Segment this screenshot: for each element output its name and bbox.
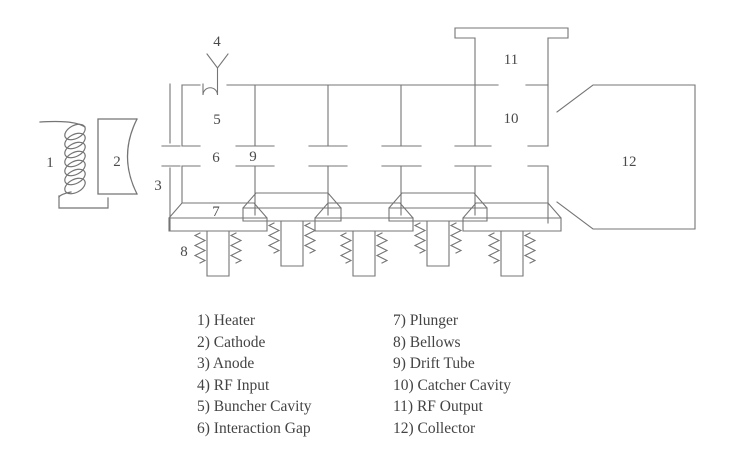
plunger-assembly-5 [462,202,562,277]
plunger-stem [352,230,376,277]
bellows-spring [413,222,427,254]
legend-left-column: 1) Heater 2) Cathode 3) Anode 4) RF Inpu… [197,310,312,440]
tube-body [181,84,549,224]
cavity-dividers-lower [181,165,549,224]
coil-loop [64,132,86,150]
callout-3-anode: 3 [154,178,162,194]
plunger-assembly-1 [168,202,268,277]
legend-item-anode: 3) Anode [197,355,255,373]
callout-11-rf-output: 11 [504,52,518,68]
plunger-stem [280,220,304,267]
plunger-head [242,192,342,209]
legend-item-buncher-cavity: 5) Buncher Cavity [197,398,312,416]
coil-loop [64,141,86,159]
legend-item-interaction-gap: 6) Interaction Gap [197,419,311,437]
callout-5-buncher-cavity: 5 [213,112,221,128]
callout-12-collector: 12 [622,154,637,170]
cathode-body [97,118,138,195]
plunger-stem [500,230,524,277]
plunger-stem [426,220,450,267]
cavity-dividers-upper [181,84,402,147]
legend-item-heater: 1) Heater [197,312,256,329]
collector-body [556,84,696,230]
coil-loop [64,168,86,186]
callout-labels: 1 2 3 4 5 6 7 8 9 10 11 12 [46,34,636,260]
legend-item-bellows: 8) Bellows [393,333,461,351]
cathode [97,118,138,195]
bellows-spring [339,232,353,264]
callout-1-heater: 1 [46,155,54,171]
drift-tube-rails [161,145,549,167]
plunger-base [314,217,414,232]
heater-coil [39,120,109,209]
antenna-vee [206,53,229,69]
callout-6-interaction-gap: 6 [212,150,220,166]
callout-8-bellows: 8 [180,244,188,260]
plunger-base [242,207,342,222]
legend-item-cathode: 2) Cathode [197,333,266,351]
bellows-spring [193,232,207,264]
rf-input-antenna [202,53,229,96]
plunger-head [314,202,414,219]
legend-item-rf-output: 11) RF Output [393,398,483,416]
plunger-assembly-2 [242,192,342,267]
bellows-spring [229,232,243,264]
bellows-spring [303,222,317,254]
heater-support-bracket [58,195,109,209]
coupling-loop [202,67,219,96]
plunger-base [462,217,562,232]
bellows-spring [449,222,463,254]
legend-item-drift-tube: 9) Drift Tube [393,355,475,373]
legend-item-catcher-cavity: 10) Catcher Cavity [393,376,511,394]
callout-10-catcher-cavity: 10 [504,111,519,127]
plunger-head [462,202,562,219]
legend-right-column: 7) Plunger 8) Bellows 9) Drift Tube 10) … [393,310,511,440]
plunger-stem [206,230,230,277]
plunger-assembly-3 [314,202,414,277]
callout-9-drift-tube: 9 [249,149,257,165]
legend-item-plunger: 7) Plunger [393,312,459,329]
bellows-spring [267,222,281,254]
coil-loop [64,159,86,177]
plunger-head [168,202,268,219]
legend-item-collector: 12) Collector [393,419,476,437]
bellows-spring [487,232,501,264]
bellows-spring [523,232,537,264]
legend-item-rf-input: 4) RF Input [197,376,270,394]
plunger-base [168,217,268,232]
coil-loop [64,150,86,168]
callout-4-rf-input: 4 [213,34,221,50]
output-tube-walls [474,37,549,147]
heater-bottom-lead [58,191,72,198]
rf-output-flange [454,27,569,147]
plunger-assembly-4 [388,192,488,267]
flange-bar [454,27,569,39]
callout-7-plunger: 7 [212,204,220,220]
coil-loop [64,177,86,195]
diagram-linework [39,27,696,277]
heater-top-lead [39,120,86,128]
collector [556,84,696,230]
plunger-base [388,207,488,222]
bellows-spring [375,232,389,264]
plunger-head [388,192,488,209]
coil-loop [64,123,86,141]
callout-2-cathode: 2 [113,154,121,170]
